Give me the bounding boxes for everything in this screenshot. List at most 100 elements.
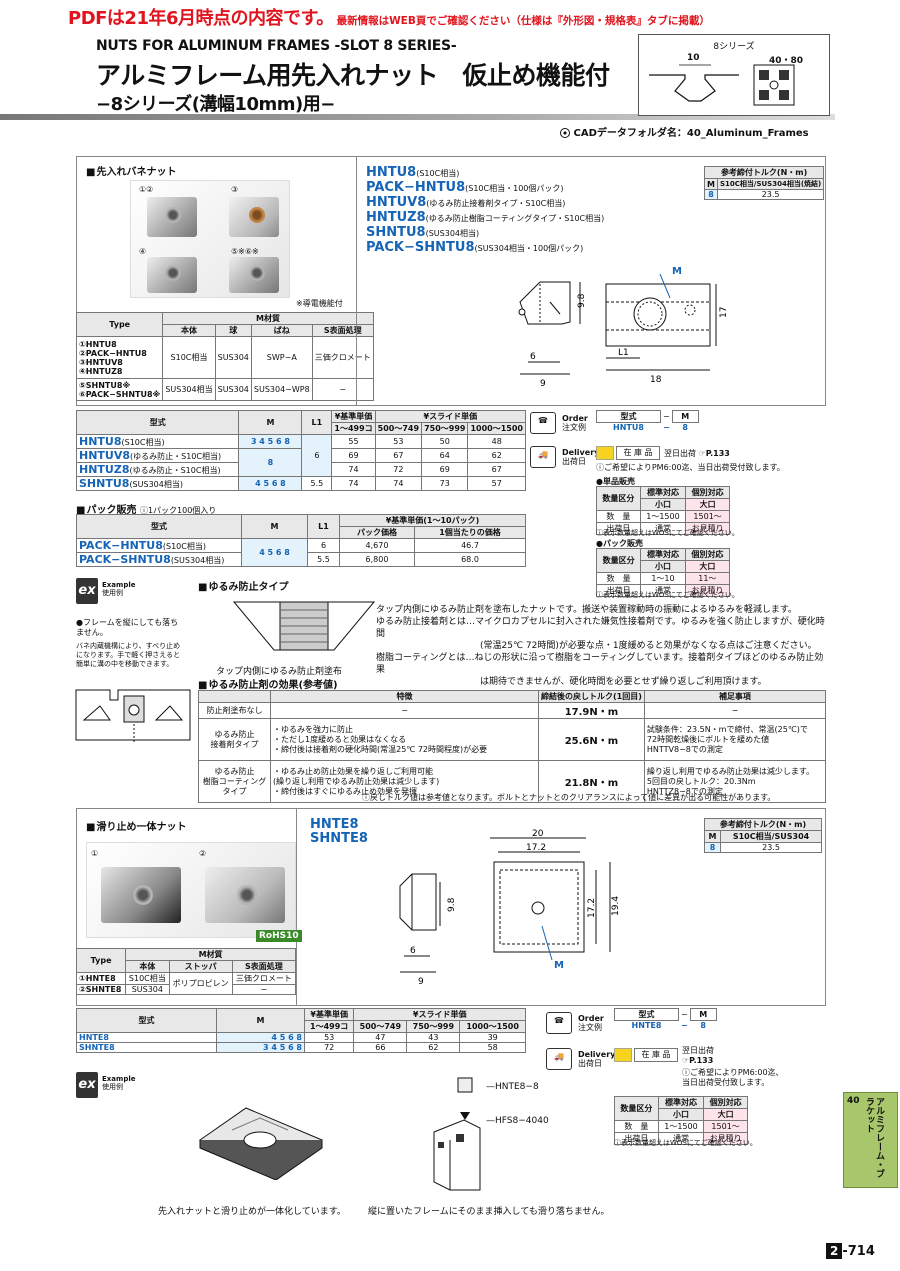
slot-profile-icon [649,64,795,106]
pack-row-name: PACK−HNTU8(S10C相当) [76,538,242,553]
chapter-side-tab[interactable]: 40 アルミフレーム・ブラケット [843,1092,898,1188]
effect-row-torque: 21.8N・m [538,760,645,803]
loosen-description: タップ内側にゆるみ防止剤を塗布したナットです。搬送や装置稼動時の振動によるゆるみ… [376,604,826,688]
price-row-name: HNTUZ8(ゆるみ防止・S10C相当) [75,462,240,477]
sec2-divider [296,808,297,1006]
dim-9: 9 [418,977,424,987]
mat-row-surface: − [311,378,374,401]
mat-row-spring: SWP−A [250,336,313,379]
part-label-nut: —HNTE8−8 [486,1082,539,1092]
delivery-truck-icon: 🚚 [546,1048,572,1070]
base-price-header: ¥基準単価 [331,410,376,423]
product-name: HNTU8(S10C相当) [366,165,460,180]
qty-class-header: 数量区分 [596,486,641,511]
price-m-header: M [216,1008,305,1033]
side-tab-text: アルミフレーム・ブラケット [864,1097,884,1178]
product-name: HNTUZ8(ゆるみ防止樹脂コーティングタイプ・S10C相当) [366,210,605,225]
dim-18: 18 [650,375,662,385]
side-tab-number: 40 [847,1096,860,1106]
photo-label-1: ①② [139,185,154,194]
body-header: 本体 [125,960,170,973]
sec2-photos: ① ② [86,842,296,938]
price-m-header: M [238,410,303,435]
price-row-m: 3 4 5 6 8 [238,434,303,449]
order-m-value: 8 [700,1021,706,1030]
body-header: 本体 [162,324,216,337]
mat-row-body: SUS304相当 [162,378,216,401]
product-name: SHNTE8 [310,831,368,846]
banner-main: PDFは21年6月時点の内容です。 [68,8,334,29]
qty-std: 1〜10 [640,572,686,585]
pack-row-name: PACK−SHNTU8(SUS304相当) [76,552,242,567]
pack-base-header: ¥基準単価(1〜10パック) [339,514,526,527]
example-note-2: バネ内蔵機構により、すべり止めになります。手で軽く押さえると簡単に溝の中を移動で… [76,642,181,668]
frame-example-drawing [75,689,191,744]
order-type-value: HNTE8 [631,1021,662,1030]
product-name: HNTE8 [310,817,359,832]
effect-footnote: ⓘ戻しトルク値は参考値となります。ボルトとナットとのクリアランスによって値に差異… [362,793,776,802]
example-note-1: ●フレームを縦にしても落ちません。 [76,618,179,637]
example-caption-1: 先入れナットと滑り止めが一体化しています。 [158,1207,346,1217]
product-name: SHNTU8(SUS304相当) [366,225,480,240]
effect-row-feature: ・ゆるみ止め防止効果を繰り返しご利用可能 (繰り返し利用でゆるみ防止効果は減少し… [270,760,539,803]
note-header: 補足事項 [643,690,827,703]
price-type-header: 型式 [75,410,240,435]
pack-l1-header: L1 [307,514,340,539]
pack-price: 6,800 [339,552,415,567]
sec2-product-names: HNTE8 SHNTE8 [310,818,368,846]
rohs-badge: RoHS10 [256,930,302,942]
price-row-name: SHNTU8(SUS304相当) [75,476,240,491]
mat-row-surface: 三価クロメート [311,336,374,379]
qty-header: 1〜499コ [303,1020,355,1033]
order-type-header: 型式 [614,1008,679,1021]
dim-6: 6 [410,946,416,956]
mat-row-ball: SUS304 [214,378,252,401]
unit-price-header: 1個当たりの価格 [414,526,526,539]
dim-9: 9 [540,379,546,389]
price-cell: 55 [331,434,376,449]
frame-size: 40・80 [769,56,804,66]
torque-material-header: S10C相当/SUS304 [720,830,822,843]
price-l1-header: L1 [301,410,333,435]
qty-std: 1〜1500 [639,510,687,523]
unit-price: 68.0 [414,552,526,567]
spring-header: ばね [250,324,313,337]
mat-row-type: ⑤SHNTU8※ ⑥PACK−SHNTU8※ [75,378,164,401]
top-banner: PDFは21年6月時点の内容です。 最新情報はWEB頁でご確認ください（仕様は『… [68,4,898,30]
nut-photo-2 [229,197,279,237]
price-row-name: HNTE8 [76,1032,217,1043]
order-icon: ☎ [546,1012,572,1034]
sec2-sale-note: ⓘ表示数量超えはWOSにてご確認ください。 [614,1139,757,1147]
english-subtitle: NUTS FOR ALUMINUM FRAMES -SLOT 8 SERIES- [96,38,457,54]
qty-header: 750〜999 [421,422,469,435]
pack-price-header: パック価格 [339,526,415,539]
delivery-truck-icon: 🚚 [530,446,556,468]
base-price-header: ¥基準単価 [303,1008,355,1021]
small-header: 小口 [640,560,686,573]
dim-9-8: 9.8 [577,293,587,308]
dim-9-8: 9.8 [447,897,457,912]
pack-row-l1: 5.5 [307,552,340,567]
sec2-price-table: 型式 M ¥基準単価 ¥スライド単価 1〜499コ 500〜749 750〜99… [76,1008,526,1053]
sec1-header: 先入れバネナット [86,163,176,178]
price-cell: 72 [303,1042,355,1053]
order-example: 型式−M HNTE8−8 [614,1008,717,1030]
torque-material-header: S10C相当/SUS304相当(焼結) [716,178,825,190]
dim-m: M [672,266,682,277]
integrated-nut-drawing [198,1107,324,1180]
surface-header: S表面処理 [231,960,297,973]
qty-header: 1000〜1500 [459,1020,526,1033]
price-cell: 47 [353,1032,408,1043]
return-torque-header: 締結後の戻しトルク(1回目) [538,690,645,703]
qty-header: 1〜499コ [331,422,376,435]
ship-std: 通常 [639,522,687,535]
effect-row-torque: 25.6N・m [538,718,645,761]
qty-std: 1〜1500 [657,1120,705,1133]
effect-row-feature: − [270,702,539,719]
sec2-dimension-drawing: 20 17.2 17.2 19.4 M 9.8 6 9 [399,829,621,987]
desc-line: (常温25℃ 72時間)が必要な点・1度緩めると効果がなくなる点はご注意ください… [480,641,817,651]
sec2-header: 滑り止め一体ナット [86,818,186,833]
